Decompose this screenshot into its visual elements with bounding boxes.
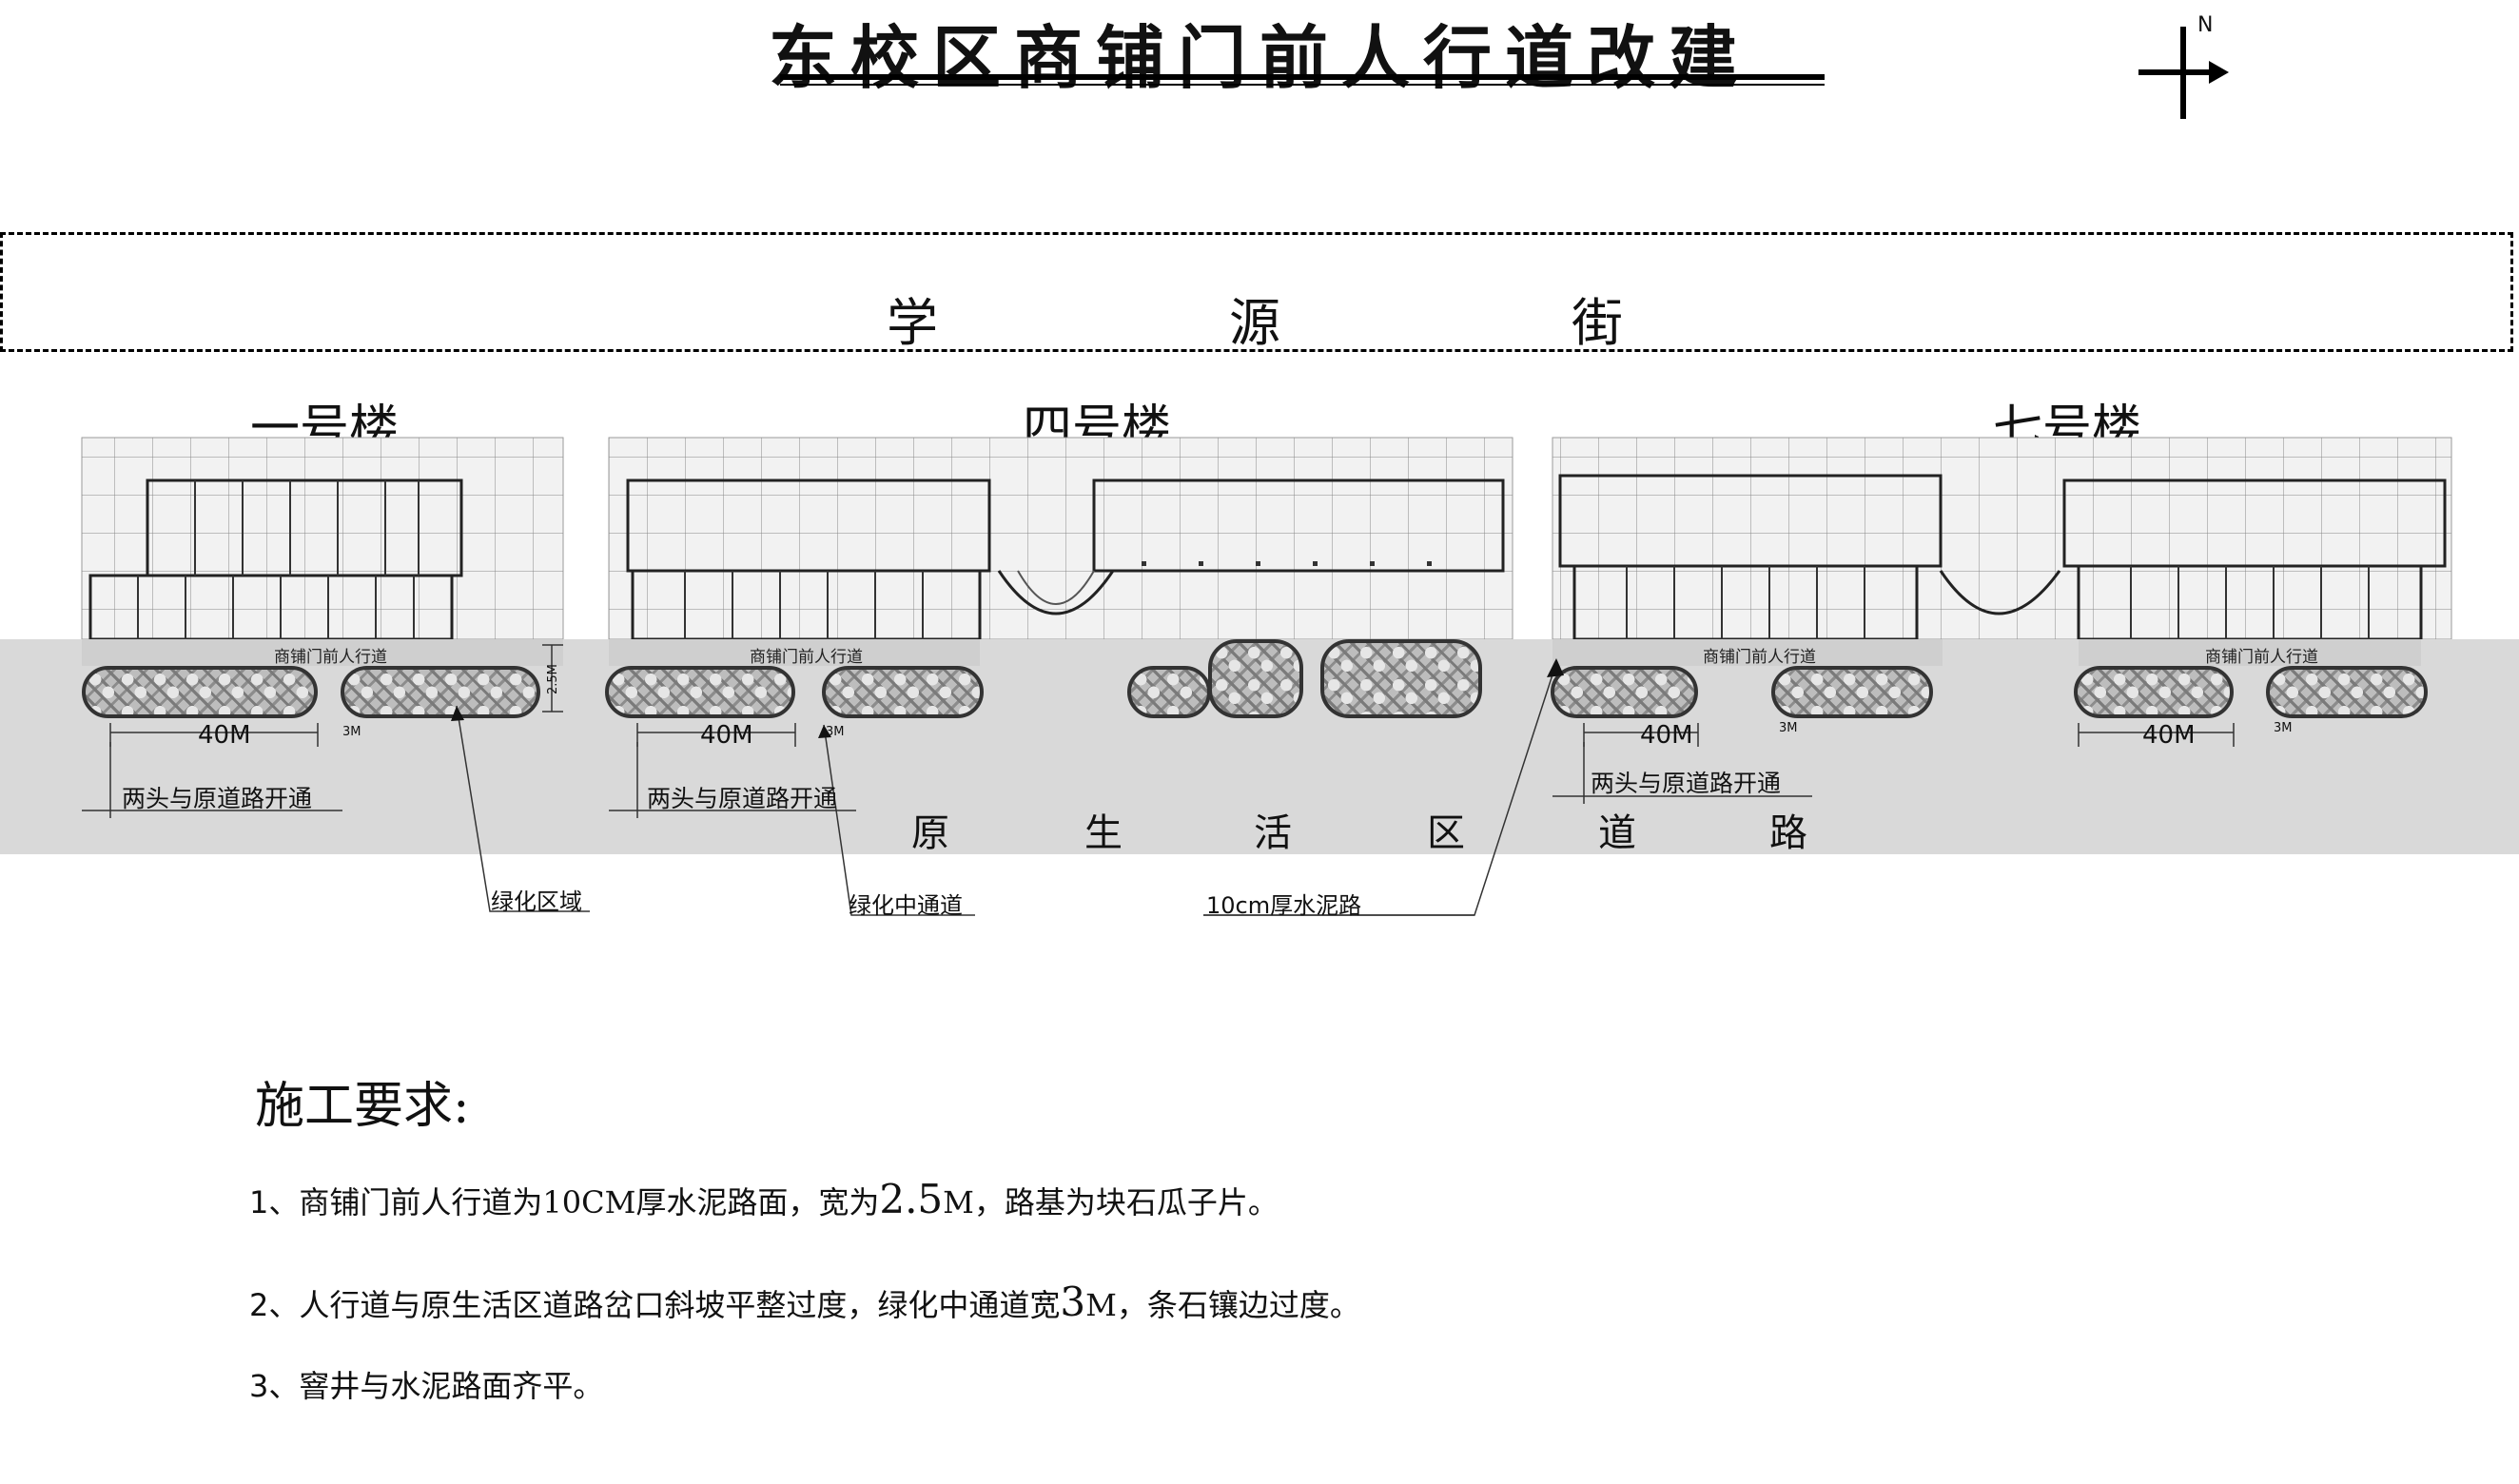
road-name-char: 生 — [1084, 811, 1123, 855]
road-name-char: 路 — [1769, 811, 1807, 855]
callout-cement-road: 10cm厚水泥路 — [1206, 892, 1362, 919]
callout-green-passage: 绿化中通道 — [849, 892, 963, 919]
title-underline-thin — [780, 84, 1825, 86]
width-dimension: 2.5M — [546, 664, 560, 694]
ends-note: 两头与原道路开通 — [122, 785, 313, 812]
sidewalk-label: 商铺门前人行道 — [2205, 648, 2318, 667]
requirement-item: 2、人行道与原生活区道路岔口斜坡平整过度，绿化中通道宽3M，条石镶边过度。 — [249, 1279, 1360, 1325]
green-area — [822, 666, 984, 718]
requirements-title: 施工要求: — [255, 1078, 470, 1135]
green-area — [2074, 666, 2234, 718]
street-name-char: 源 — [1229, 293, 1280, 353]
gap-dimension: 3M — [1779, 721, 1798, 735]
requirement-value: 3 — [1060, 1279, 1086, 1325]
ends-note: 两头与原道路开通 — [647, 785, 838, 812]
street-boundary — [0, 232, 2513, 352]
green-area — [1771, 666, 1933, 718]
road-name-char: 活 — [1254, 811, 1292, 855]
green-area — [1551, 666, 1698, 718]
requirement-item: 1、商铺门前人行道为10CM厚水泥路面，宽为2.5M，路基为块石瓜子片。 — [249, 1176, 1279, 1222]
floor-plan-building-1 — [81, 437, 564, 641]
sidewalk-strip — [1552, 639, 1943, 666]
requirement-number: 3、 — [249, 1368, 300, 1404]
green-area — [1127, 666, 1211, 718]
requirement-value: 2.5 — [879, 1176, 944, 1222]
requirement-text: 人行道与原生活区道路岔口斜坡平整过度，绿化中通道宽 — [299, 1287, 1061, 1323]
green-area — [1320, 639, 1482, 718]
ends-note: 两头与原道路开通 — [1591, 770, 1782, 797]
green-area — [605, 666, 795, 718]
requirement-number: 2、 — [249, 1287, 300, 1323]
requirement-text: 商铺门前人行道为10CM厚水泥路面，宽为 — [299, 1184, 880, 1220]
sidewalk-label: 商铺门前人行道 — [274, 648, 387, 667]
requirement-text: M，条石镶边过度。 — [1085, 1287, 1360, 1323]
green-area — [82, 666, 318, 718]
requirement-number: 1、 — [249, 1184, 300, 1220]
length-dimension: 40M — [700, 721, 753, 750]
street-name-char: 街 — [1572, 293, 1623, 353]
gap-dimension: 3M — [826, 725, 845, 739]
road-name-char: 道 — [1598, 811, 1636, 855]
length-dimension: 40M — [1640, 721, 1693, 750]
sidewalk-strip — [82, 639, 563, 666]
green-area — [1208, 639, 1303, 718]
street-name-char: 学 — [887, 293, 938, 353]
requirement-text: 窨井与水泥路面齐平。 — [299, 1368, 604, 1404]
green-area — [341, 666, 540, 718]
length-dimension: 40M — [2142, 721, 2196, 750]
road-name-char: 区 — [1427, 811, 1465, 855]
sidewalk-label: 商铺门前人行道 — [1703, 648, 1816, 667]
north-label: N — [2197, 13, 2214, 37]
sidewalk-label: 商铺门前人行道 — [750, 648, 863, 667]
road-name-char: 原 — [911, 811, 949, 855]
title-underline — [780, 74, 1825, 80]
gap-dimension: 3M — [342, 725, 361, 739]
callout-green-area: 绿化区域 — [491, 888, 582, 915]
green-area — [2266, 666, 2428, 718]
requirement-item: 3、窨井与水泥路面齐平。 — [249, 1362, 603, 1406]
length-dimension: 40M — [198, 721, 251, 750]
requirement-text: M，路基为块石瓜子片。 — [943, 1184, 1279, 1220]
floor-plan-building-4 — [608, 437, 1513, 641]
gap-dimension: 3M — [2274, 721, 2293, 735]
sidewalk-strip — [2079, 639, 2421, 666]
floor-plan-building-7 — [1552, 437, 2452, 641]
sidewalk-strip — [609, 639, 980, 666]
